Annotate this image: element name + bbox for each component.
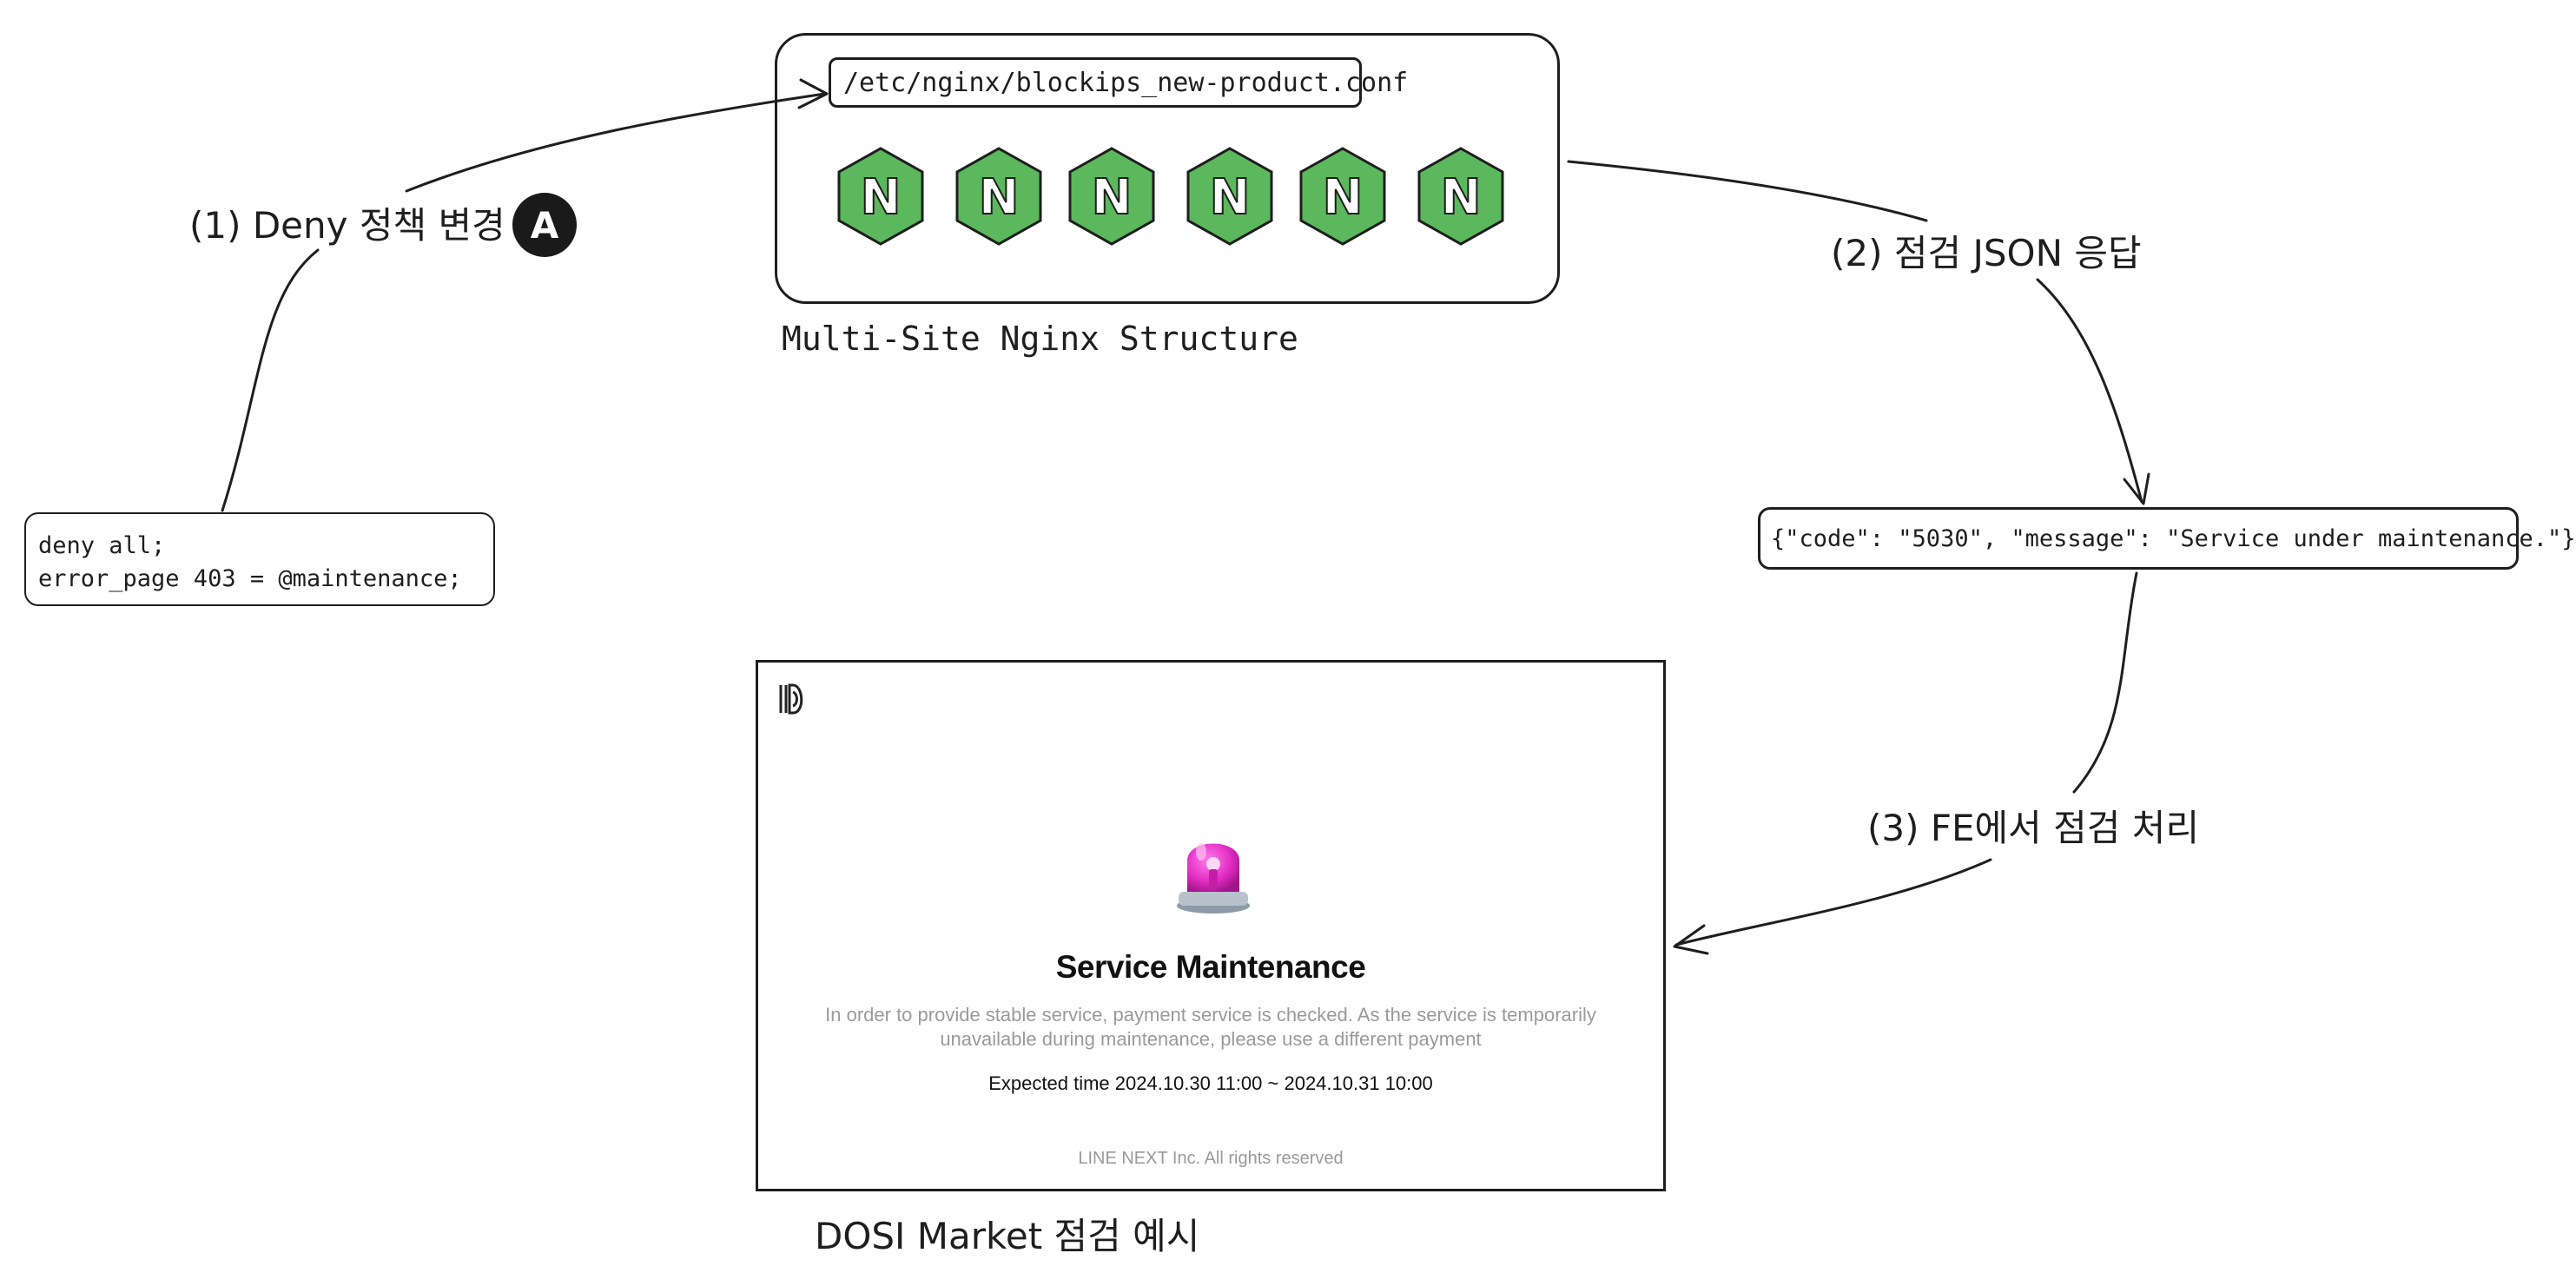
svg-text:N: N	[979, 169, 1020, 226]
arrow-step1	[221, 92, 827, 512]
nginx-icon: N	[1186, 147, 1273, 246]
arrow-step2	[1567, 160, 2143, 504]
svg-text:N: N	[1092, 169, 1133, 226]
nginx-icon: N	[1417, 147, 1504, 246]
json-response-box: {"code": "5030", "message": "Service und…	[1758, 507, 2576, 570]
siren-icon	[1177, 843, 1250, 914]
maintenance-expected-time: Expected time 2024.10.30 11:00 ~ 2024.10…	[988, 1072, 1433, 1094]
step3-label: (3) FE에서 점검 처리	[1867, 807, 2200, 849]
arrow-step3	[1674, 571, 2138, 947]
svg-text:A: A	[531, 204, 559, 247]
nginx-icon: N	[837, 147, 924, 246]
nginx-icon: N	[1299, 147, 1386, 246]
nginx-config-snippet: deny all; error_page 403 = @maintenance;	[24, 512, 495, 606]
config-path-box: /etc/nginx/blockips_new-product.conf	[829, 57, 1408, 108]
svg-text:N: N	[1323, 169, 1364, 226]
json-response-text: {"code": "5030", "message": "Service und…	[1771, 524, 2576, 552]
maintenance-description: In order to provide stable service, paym…	[825, 1004, 1596, 1050]
config-line-deny: deny all;	[38, 532, 166, 559]
dosi-logo-icon	[779, 683, 803, 715]
nginx-icon: N	[955, 147, 1042, 246]
screenshot-caption: DOSI Market 점검 예시	[815, 1215, 1200, 1257]
svg-text:N: N	[1210, 169, 1251, 226]
step2-label: (2) 점검 JSON 응답	[1831, 232, 2142, 274]
ansible-logo-icon: A	[512, 193, 577, 257]
config-line-error-page: error_page 403 = @maintenance;	[38, 565, 462, 592]
nginx-icon: N	[1068, 147, 1155, 246]
maintenance-title: Service Maintenance	[1055, 949, 1366, 985]
maintenance-footer: LINE NEXT Inc. All rights reserved	[1078, 1149, 1344, 1168]
config-path-text: /etc/nginx/blockips_new-product.conf	[843, 67, 1409, 98]
svg-text:N: N	[861, 169, 902, 226]
step1-label: (1) Deny 정책 변경	[189, 204, 505, 247]
nginx-structure-box	[775, 33, 1560, 304]
maintenance-page-screenshot: Service Maintenance In order to provide …	[756, 660, 1666, 1191]
arrow-step3-head	[1673, 924, 1709, 955]
arrow-step2-head	[2123, 472, 2150, 505]
svg-text:N: N	[1441, 169, 1482, 226]
nginx-structure-caption: Multi-Site Nginx Structure	[782, 320, 1298, 358]
